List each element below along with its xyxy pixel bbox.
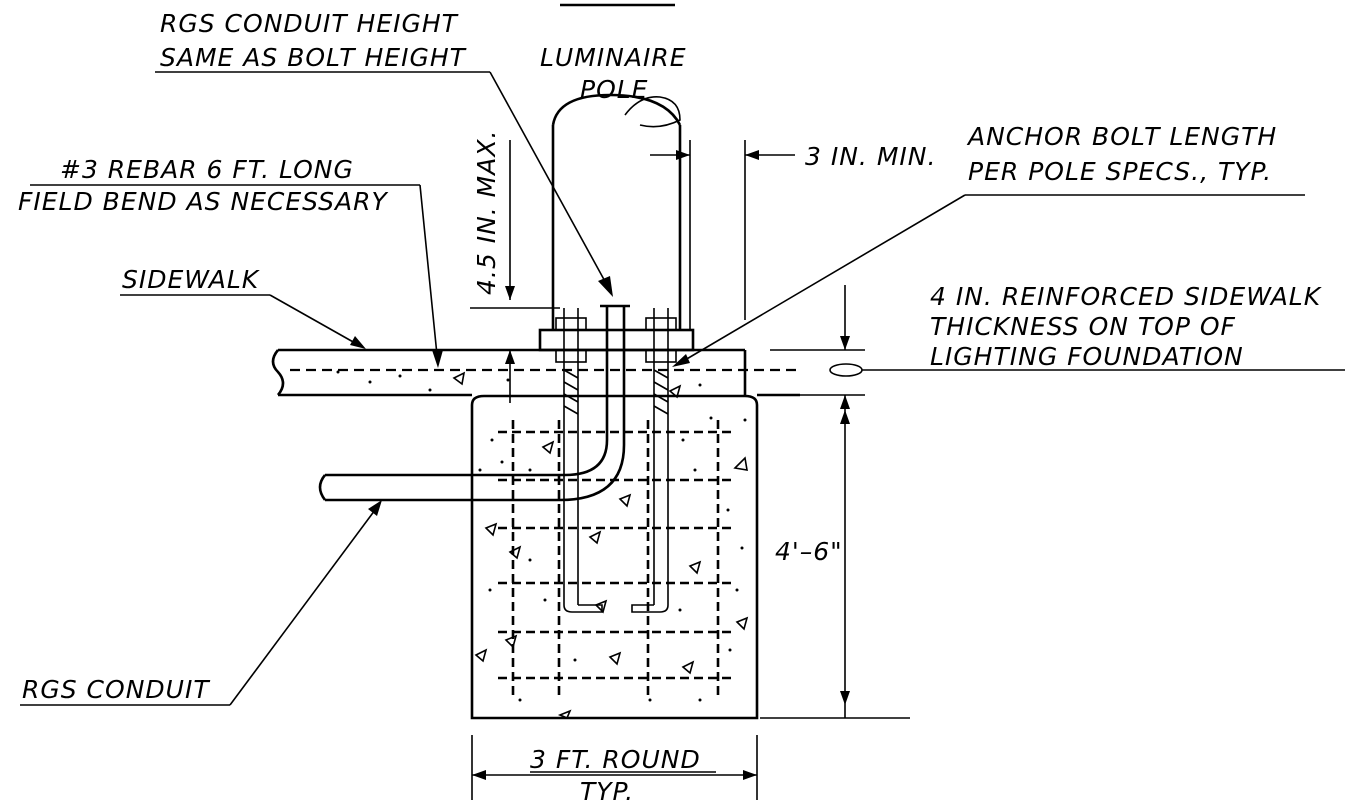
label-bolt-projection: 4.5 IN. MAX. bbox=[472, 130, 501, 295]
label-pole-2: POLE bbox=[580, 75, 648, 104]
concrete-speckle bbox=[478, 416, 747, 702]
label-sidewalk-note-3: LIGHTING FOUNDATION bbox=[930, 342, 1244, 371]
label-conduit: RGS CONDUIT bbox=[22, 675, 210, 704]
concrete-aggregate bbox=[474, 384, 749, 720]
label-sidewalk-note-1: 4 IN. REINFORCED SIDEWALK bbox=[930, 282, 1323, 311]
label-sidewalk: SIDEWALK bbox=[122, 265, 261, 294]
label-clearance: 3 IN. MIN. bbox=[805, 142, 936, 171]
sidewalk-slab bbox=[271, 348, 800, 397]
sidewalk-leader bbox=[120, 294, 366, 349]
conduit-height-leader bbox=[155, 71, 613, 297]
base-plate bbox=[538, 328, 695, 352]
bolt-projection-dimension bbox=[470, 140, 560, 403]
depth-dimension bbox=[760, 410, 910, 719]
label-anchor-2: PER POLE SPECS., TYP. bbox=[968, 157, 1272, 186]
label-sidewalk-note-2: THICKNESS ON TOP OF bbox=[930, 312, 1236, 341]
concrete-foundation bbox=[470, 384, 759, 720]
clearance-dimension bbox=[650, 140, 795, 330]
rebar-cage bbox=[498, 420, 733, 695]
rgs-conduit-leader bbox=[20, 500, 382, 706]
diameter-dimension bbox=[471, 735, 758, 800]
label-conduit-height-2: SAME AS BOLT HEIGHT bbox=[160, 43, 467, 72]
anchor-bolt-left bbox=[555, 308, 603, 613]
rebar-leader bbox=[30, 184, 443, 368]
label-diameter-2: TYP. bbox=[580, 777, 634, 806]
label-pole-1: LUMINAIRE bbox=[540, 43, 687, 72]
label-depth: 4'–6" bbox=[775, 537, 843, 566]
label-conduit-height-1: RGS CONDUIT HEIGHT bbox=[160, 9, 459, 38]
label-anchor-1: ANCHOR BOLT LENGTH bbox=[966, 122, 1277, 151]
anchor-bolt-right bbox=[631, 308, 677, 613]
luminaire-pole bbox=[551, 93, 682, 330]
rgs-conduit bbox=[318, 304, 630, 502]
label-rebar-2: FIELD BEND AS NECESSARY bbox=[18, 187, 389, 216]
anchor-bolt-leader bbox=[672, 194, 1305, 367]
label-rebar-1: #3 REBAR 6 FT. LONG bbox=[60, 155, 354, 184]
label-diameter-1: 3 FT. ROUND bbox=[530, 745, 701, 774]
